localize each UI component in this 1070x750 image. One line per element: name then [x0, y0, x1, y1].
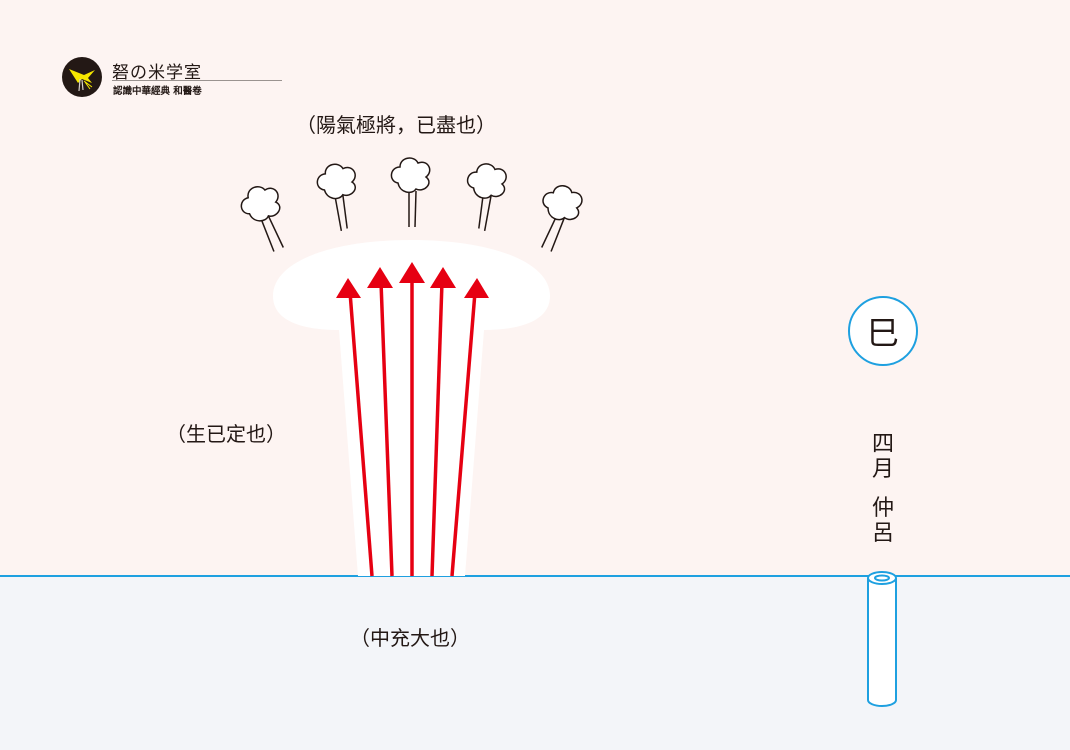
logo-title: 砮の米学室: [112, 63, 202, 83]
month-char: 月: [871, 457, 894, 482]
caption-bottom: （中充大也）: [350, 626, 470, 650]
cloud-icon: [240, 186, 284, 252]
caption-top: （陽氣極將，已盡也）: [296, 113, 496, 137]
cloud-icon: [316, 163, 356, 232]
bird-emblem-icon: [62, 57, 102, 97]
caption-left: （生已定也）: [166, 422, 286, 446]
earthly-branch-character: 巳: [866, 314, 899, 352]
pitch-pipe-icon: [867, 571, 897, 707]
logo-divider: [112, 80, 282, 81]
earthly-branch-badge: 巳: [848, 296, 918, 366]
pitch-name-char: 呂: [871, 521, 894, 546]
cloud-icon: [390, 157, 431, 228]
cloud-icon: [541, 184, 583, 252]
logo-subtitle: 認識中華經典 和醫卷: [113, 86, 202, 97]
month-label: 四 月 仲 呂: [868, 432, 898, 546]
cloud-icon: [466, 163, 507, 232]
logo: 砮の米学室 認識中華經典 和醫卷: [62, 57, 282, 101]
rising-arrows: [336, 262, 489, 577]
cloud-icons: [240, 157, 583, 252]
horizon-line: [0, 575, 1070, 577]
pitch-name-char: 仲: [871, 496, 894, 521]
month-char: 四: [871, 432, 894, 457]
